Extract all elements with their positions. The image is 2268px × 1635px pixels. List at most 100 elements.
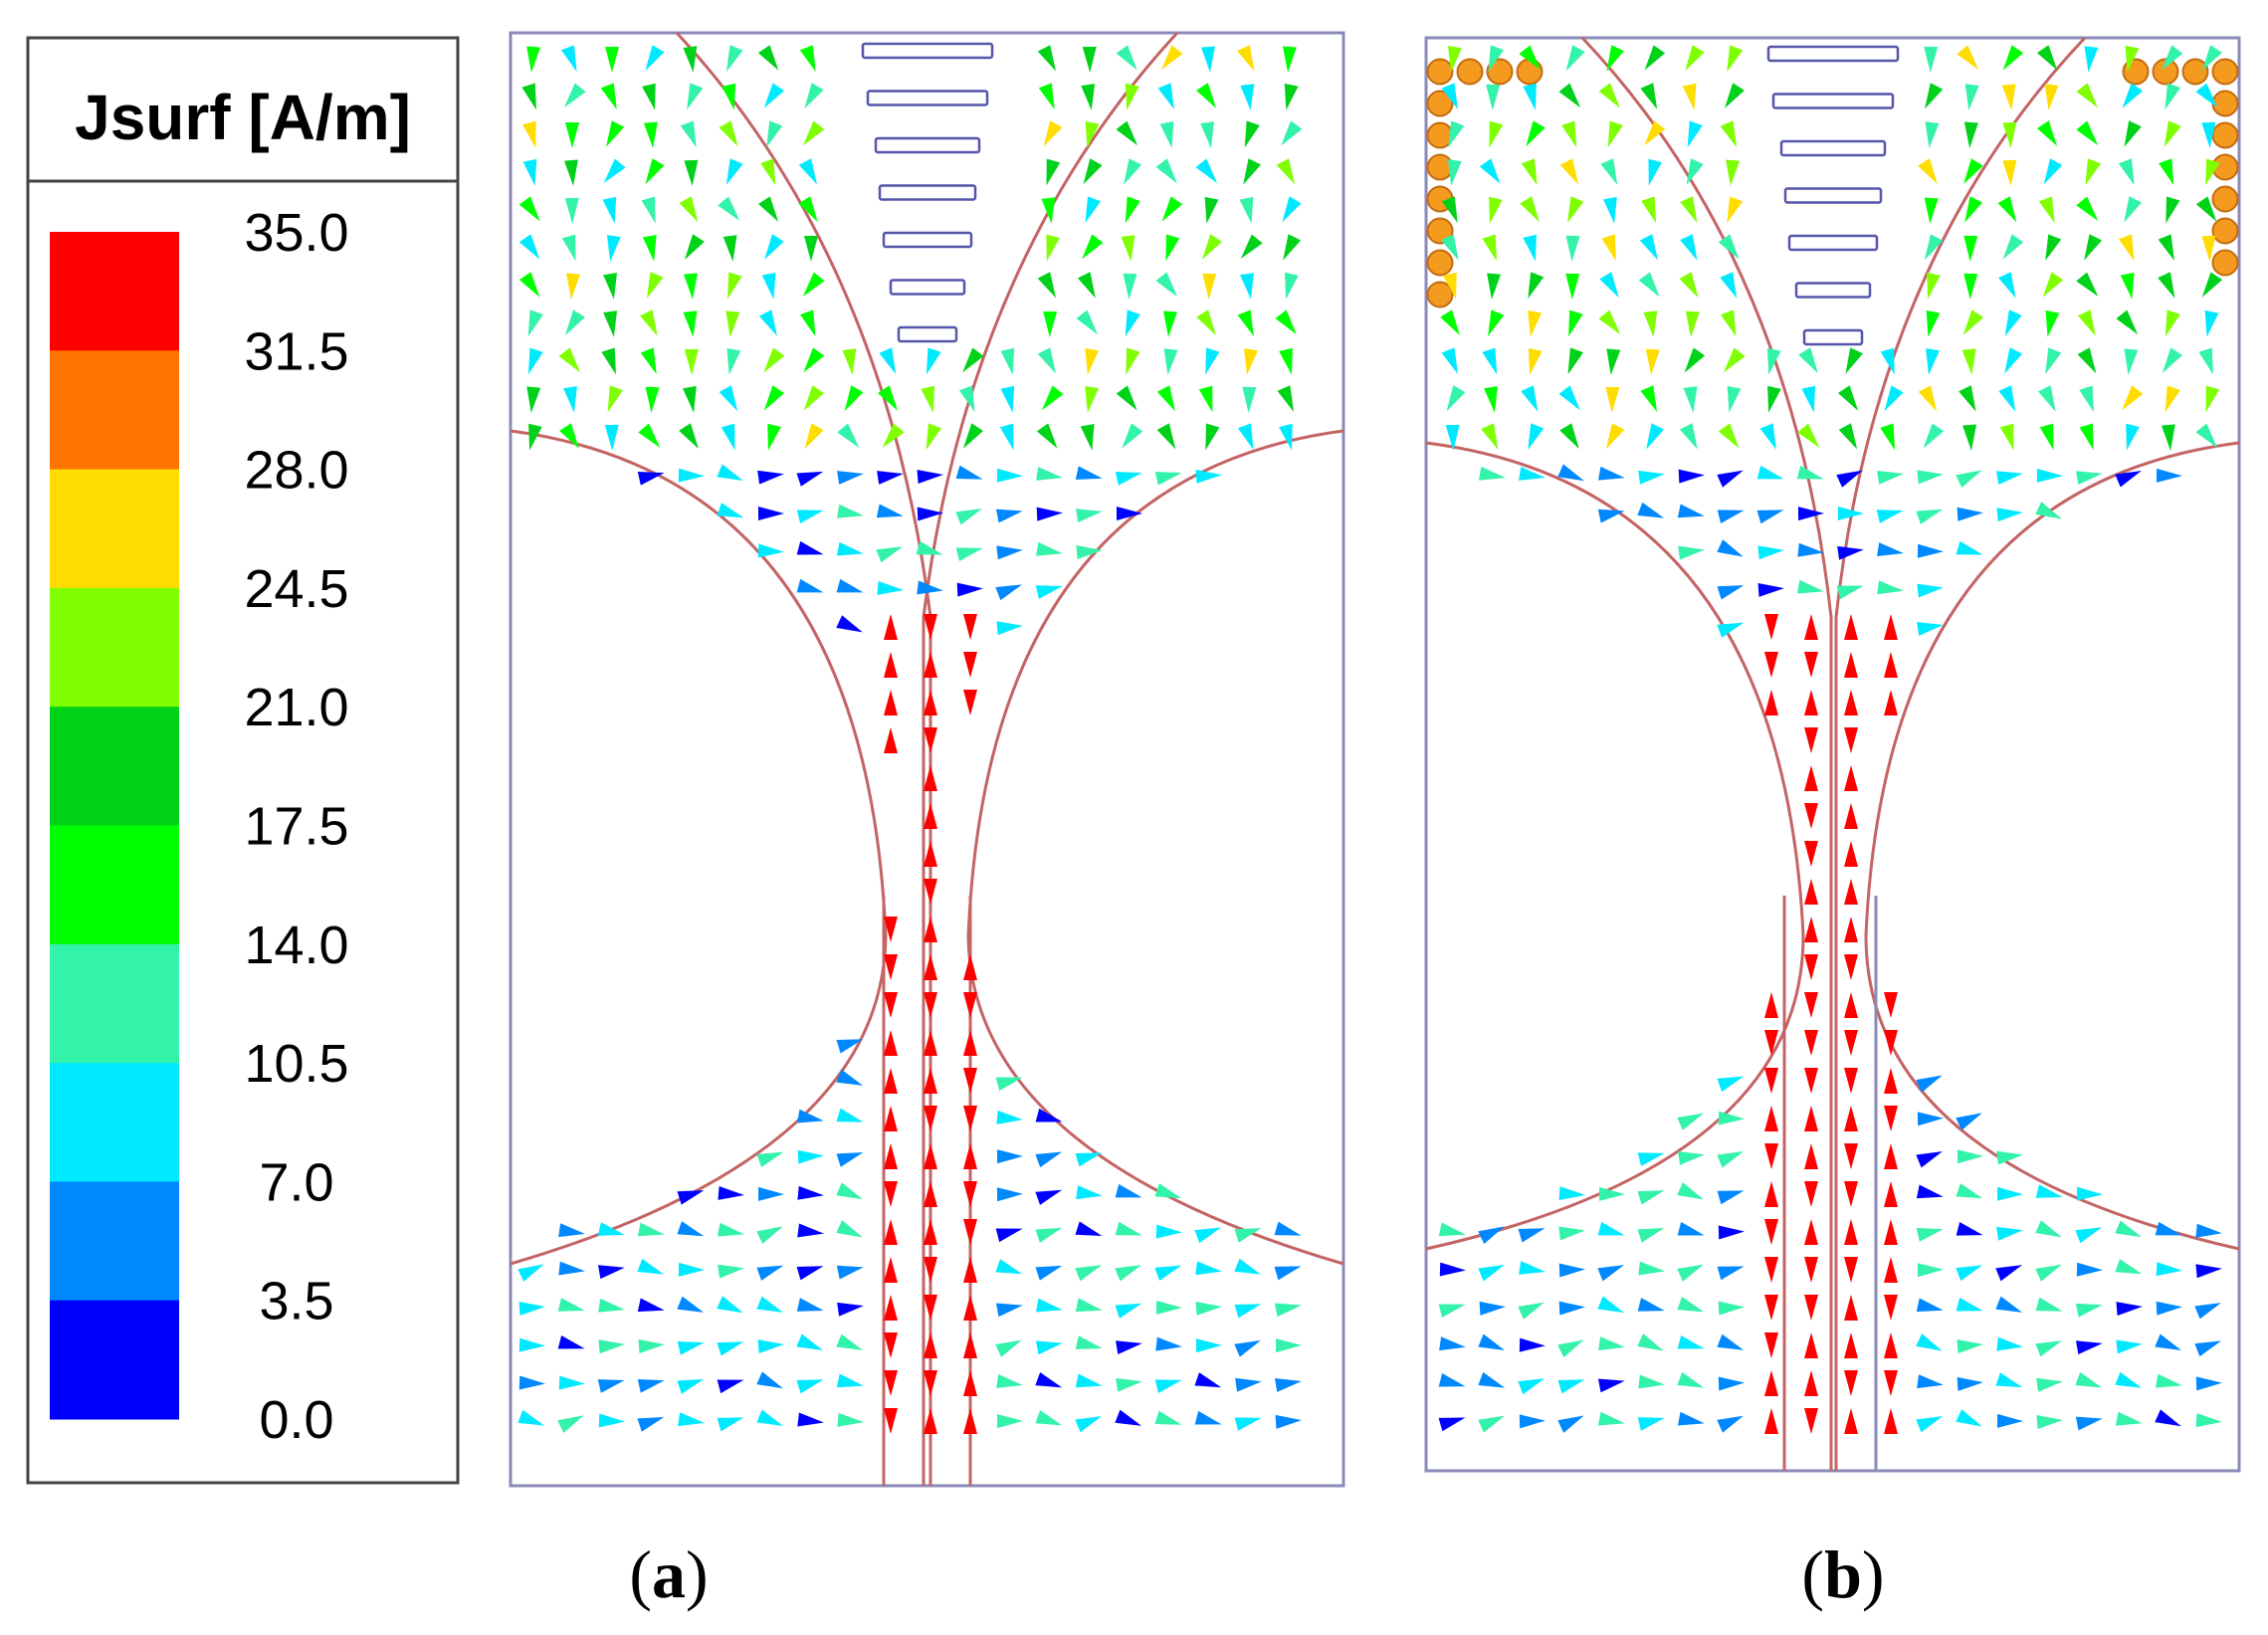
current-vector — [796, 471, 824, 487]
current-vector — [1558, 1186, 1585, 1201]
current-vector — [2164, 120, 2181, 147]
current-vector — [2035, 1264, 2062, 1282]
current-vector — [1677, 1182, 1704, 1200]
legend-color-bands — [50, 232, 179, 1420]
current-vector — [1036, 507, 1063, 521]
current-vector — [1641, 196, 1657, 224]
current-vector — [1727, 196, 1744, 224]
current-vector — [1718, 1301, 1745, 1316]
current-vector — [1956, 1183, 1983, 1199]
current-vector — [561, 234, 576, 262]
current-vector — [1518, 1378, 1546, 1395]
current-vector — [844, 385, 864, 412]
current-vector — [603, 310, 618, 337]
current-vector — [757, 45, 779, 71]
current-vector — [1804, 1106, 1818, 1131]
current-vector — [2076, 196, 2099, 222]
current-vector — [882, 423, 905, 449]
current-vector — [1558, 1226, 1585, 1241]
current-vector — [1962, 309, 1984, 335]
current-vector — [1764, 992, 1778, 1018]
winding-slot — [1802, 328, 1864, 346]
current-vector — [717, 1417, 744, 1432]
current-vector — [725, 158, 743, 185]
current-vector — [1764, 1332, 1778, 1358]
current-vector — [2165, 385, 2180, 413]
current-vector — [1559, 423, 1579, 450]
current-vector — [1194, 1410, 1222, 1425]
current-vector — [1918, 385, 1938, 412]
current-vector — [2043, 158, 2063, 185]
current-vector — [2195, 1413, 2222, 1428]
current-vector — [797, 1185, 824, 1200]
winding-slot — [889, 279, 966, 296]
current-vector — [1764, 1143, 1778, 1169]
current-vector — [796, 1109, 824, 1124]
current-vector — [1043, 310, 1058, 337]
current-vector — [1035, 1372, 1063, 1388]
current-vector — [1724, 83, 1745, 108]
current-vector — [1804, 765, 1818, 791]
current-vector — [996, 1149, 1023, 1164]
current-vector — [1081, 84, 1096, 110]
current-vector — [802, 272, 825, 298]
current-vector — [2118, 234, 2135, 262]
legend-tick-label: 7.0 — [259, 1152, 333, 1212]
current-vector — [884, 1219, 898, 1245]
current-vector — [1036, 467, 1063, 481]
current-vector — [1804, 727, 1818, 753]
current-vector — [1528, 272, 1545, 300]
current-vector — [518, 234, 540, 260]
current-vector — [1804, 1370, 1818, 1396]
current-vector — [1804, 954, 1818, 980]
current-vector — [757, 543, 784, 558]
current-vector — [1963, 235, 1978, 262]
current-vector — [884, 727, 898, 753]
current-vector — [884, 1370, 898, 1396]
current-vector — [1916, 509, 1944, 524]
current-vector — [2035, 1220, 2062, 1238]
current-vector — [1917, 583, 1944, 598]
current-vector — [521, 83, 536, 110]
current-vector — [1637, 1190, 1665, 1205]
current-vector — [1925, 121, 1940, 148]
current-vector — [1638, 470, 1665, 485]
current-vector — [1200, 121, 1214, 148]
current-vector — [1565, 45, 1585, 72]
current-vector — [1996, 1226, 2023, 1241]
current-vector — [2201, 45, 2222, 71]
current-vector — [1764, 1295, 1778, 1321]
current-vector — [1957, 1339, 1983, 1353]
current-vector — [1962, 424, 1977, 451]
current-vector — [1083, 158, 1103, 185]
current-vector — [2115, 1371, 2143, 1388]
current-vector — [1687, 120, 1703, 148]
current-vector — [924, 1257, 937, 1283]
current-vector — [1648, 158, 1663, 186]
current-vector — [1598, 83, 1620, 108]
current-vector — [1844, 1408, 1858, 1434]
conductor-dot — [1486, 58, 1514, 86]
legend-tick-label: 28.0 — [244, 441, 348, 501]
current-vector — [1678, 545, 1705, 560]
current-vector — [1478, 1226, 1505, 1244]
current-vector — [1558, 83, 1581, 108]
current-vector — [1757, 582, 1784, 597]
current-vector — [757, 470, 784, 485]
current-vector — [926, 423, 942, 451]
current-vector — [598, 1265, 625, 1280]
current-vector — [884, 1408, 898, 1434]
current-vector — [1282, 46, 1297, 73]
current-vector — [1916, 1184, 1944, 1199]
current-vector — [1677, 1297, 1705, 1313]
current-vector — [2075, 1227, 2103, 1244]
current-vector — [1478, 1415, 1505, 1433]
current-vector — [996, 1414, 1023, 1429]
current-vector — [798, 158, 818, 185]
current-vector — [1240, 84, 1255, 110]
panel-b-current-vectors — [1438, 45, 2223, 1434]
current-vector — [1123, 273, 1137, 300]
current-vector — [1924, 83, 1944, 109]
current-vector — [1877, 580, 1904, 595]
current-vector — [2155, 1409, 2181, 1427]
